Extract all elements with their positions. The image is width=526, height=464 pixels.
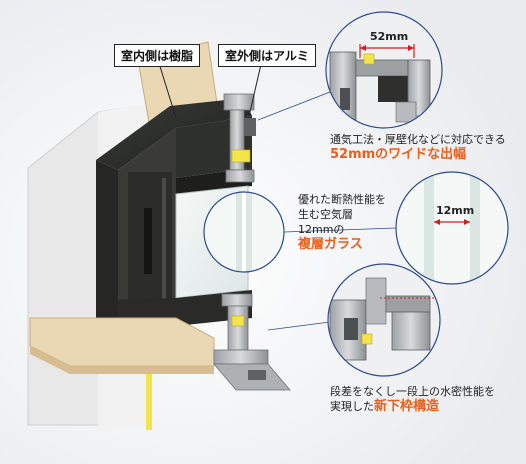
middle-callout-connector — [283, 227, 397, 233]
sash-rail — [162, 178, 166, 314]
bottom-callout-highlight: 新下枠構造 — [374, 399, 440, 414]
insulation-strip — [146, 374, 152, 430]
sash-slot — [144, 208, 152, 274]
bottom-callout-line1: 段差をなくし一段上の水密性能を — [330, 385, 495, 398]
glass-zoom-circle — [203, 191, 285, 273]
top-callout-connector — [257, 91, 331, 121]
top-callout-highlight: 52mmのワイドな出幅 — [330, 147, 467, 162]
exterior-aluminum-label: 室外側はアルミ — [218, 44, 316, 67]
sill-aluminum-profile — [213, 293, 291, 391]
bottom-callout-circle — [327, 263, 441, 377]
middle-callout-line1: 優れた断熱性能を — [298, 193, 386, 206]
middle-callout-text: 優れた断熱性能を 生む空気層 12mmの 複層ガラス — [298, 192, 386, 252]
middle-callout-line2: 生む空気層 — [298, 208, 353, 221]
frame-left-jamb — [96, 160, 118, 360]
interior-label-pointer — [157, 59, 177, 119]
interior-resin-label: 室内側は樹脂 — [114, 44, 201, 67]
top-callout-line1: 通気工法・厚壁化などに対応できる — [330, 133, 506, 146]
top-callout-text: 通気工法・厚壁化などに対応できる 52mmのワイドな出幅 — [330, 132, 506, 162]
sill-wood — [29, 317, 215, 367]
middle-callout-circle — [395, 171, 509, 285]
middle-callout-line3: 12mmの — [298, 223, 345, 236]
bottom-callout-line2: 実現した新下枠構造 — [330, 399, 495, 414]
sill-wood-front — [30, 346, 214, 374]
head-aluminum-profile — [223, 93, 256, 183]
frame-head — [96, 98, 252, 170]
exterior-label-pointer — [249, 59, 263, 113]
bottom-callout-prefix: 実現した — [330, 400, 374, 413]
middle-callout-highlight: 複層ガラス — [298, 237, 363, 252]
middle-dimension-label: 12mm — [436, 204, 475, 217]
bottom-callout-connector — [267, 321, 331, 331]
top-dimension-label: 52mm — [370, 30, 409, 43]
bottom-callout-text: 段差をなくし一段上の水密性能を 実現した新下枠構造 — [330, 384, 495, 414]
